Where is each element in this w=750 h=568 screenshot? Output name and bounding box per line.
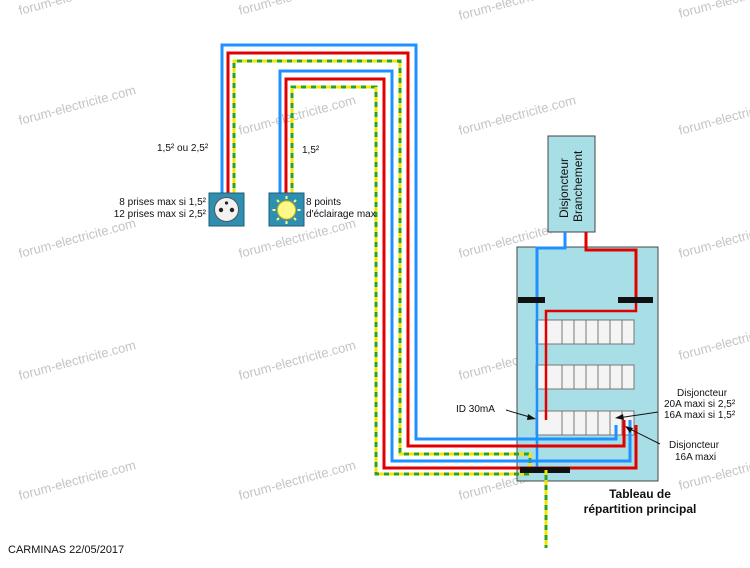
author-date-label: CARMINAS 22/05/2017 — [8, 544, 125, 556]
watermark-text: forum-electricite.com — [17, 0, 137, 18]
light-point-icon — [268, 192, 305, 227]
watermark-text: forum-electricite.com — [237, 0, 357, 18]
disjoncteur-20a-label-1: Disjoncteur — [677, 388, 728, 399]
eclairage-capacity-line1: 8 points — [306, 197, 342, 208]
watermark-text: forum-electricite.com — [457, 0, 577, 23]
socket-outlet-icon — [208, 192, 245, 227]
supply-phase-wire — [584, 232, 638, 298]
disjoncteur-branchement-label-2: Branchement — [571, 150, 585, 222]
disjoncteur-20a-label-3: 16A maxi si 1,5² — [664, 410, 736, 421]
watermark-text: forum-electricite.com — [457, 92, 577, 138]
disjoncteur-16a-label-1: Disjoncteur — [669, 440, 720, 451]
supply-neutral-wire — [535, 232, 567, 298]
watermark-text: forum-electricite.com — [237, 457, 357, 503]
eclairage-capacity-line2: d'éclairage max — [306, 209, 376, 220]
prises-capacity-line2: 12 prises max si 2,5² — [113, 209, 206, 220]
section-prises-label: 1,5² ou 2,5² — [157, 143, 209, 154]
prises-capacity-line1: 8 prises max si 1,5² — [119, 197, 206, 208]
watermark-text: forum-electricite.com — [17, 457, 137, 503]
watermark-text: forum-electricite.com — [17, 215, 137, 261]
watermark-text: forum-electricite.com — [677, 0, 750, 21]
watermark-text: forum-electricite.com — [17, 82, 137, 128]
tableau-title-line1: Tableau de — [609, 487, 671, 501]
socket-earth-wire-yellow — [232, 59, 532, 470]
disjoncteur-branchement-box — [547, 135, 596, 233]
lighting-earth-wire-yellow — [290, 85, 530, 476]
tableau-title-line2: répartition principal — [583, 502, 697, 516]
breaker-row-3 — [535, 410, 635, 436]
watermark-text: forum-electricite.com — [17, 337, 137, 383]
disjoncteur-16a-label-2: 16A maxi — [675, 452, 717, 463]
section-eclairage-label: 1,5² — [302, 145, 320, 156]
watermark-text: forum-electricite.com — [237, 92, 357, 138]
arrow-disjoncteur-16a — [627, 427, 661, 445]
socket-phase-wire — [226, 51, 626, 448]
watermark-text: forum-electricite.com — [677, 317, 750, 363]
watermark-text: forum-electricite.com — [237, 337, 357, 383]
disjoncteur-20a-label-2: 20A maxi si 2,5² — [664, 399, 736, 410]
lighting-neutral-wire — [278, 69, 632, 463]
watermark-text: forum-electricite.com — [677, 215, 750, 261]
disjoncteur-branchement-label-1: Disjoncteur — [557, 158, 571, 218]
watermark-text: forum-electricite.com — [677, 92, 750, 138]
breaker-row-1 — [535, 319, 635, 345]
panel-phase-wire — [544, 302, 638, 420]
id-30ma-label: ID 30mA — [456, 404, 495, 415]
lighting-phase-wire — [284, 77, 638, 470]
breaker-row-2 — [535, 364, 635, 390]
socket-neutral-wire — [220, 43, 618, 441]
arrow-disjoncteur-20a — [617, 411, 659, 419]
